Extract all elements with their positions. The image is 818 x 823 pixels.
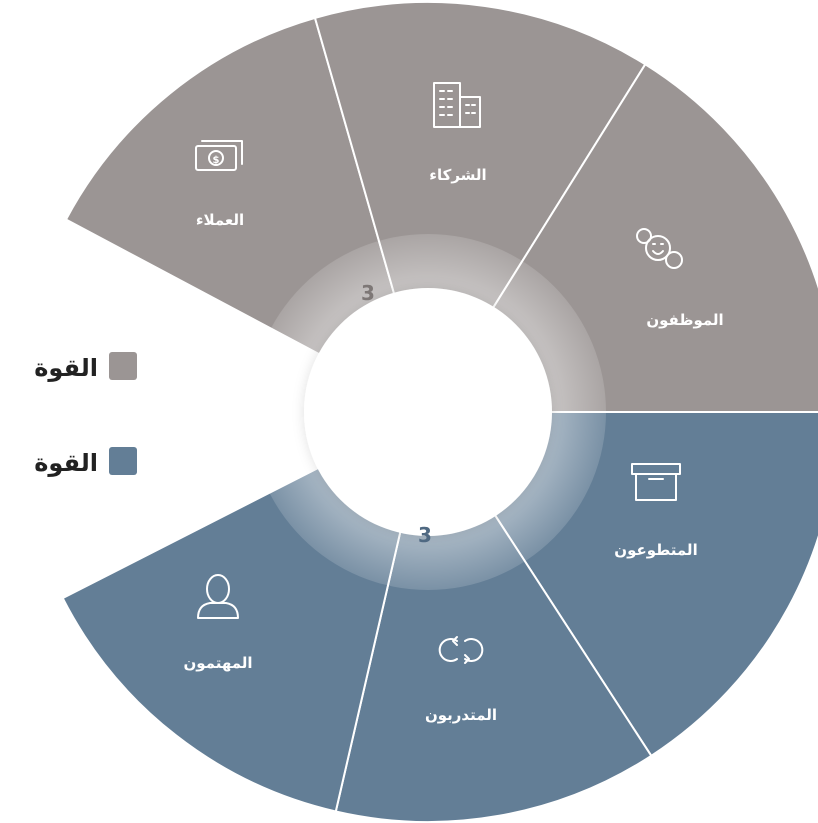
segment-volunteers[interactable]: المتطوعون (614, 463, 698, 559)
person-icon (197, 574, 239, 619)
segment-customers[interactable]: $ العملاء (195, 140, 244, 229)
legend-gray: القوة (34, 352, 137, 382)
segment-label-interested: المهتمون (183, 654, 252, 672)
happy-faces-icon (636, 228, 683, 269)
segment-label-employees: الموظفون (646, 311, 723, 329)
legend-swatch-gray (109, 352, 137, 380)
segment-label-partners: الشركاء (429, 166, 486, 184)
legend-blue: القوة (34, 447, 137, 477)
svg-text:$: $ (213, 155, 220, 166)
segment-partners[interactable]: الشركاء (429, 82, 487, 184)
refresh-cycle-icon (438, 636, 484, 664)
money-icon: $ (195, 140, 243, 171)
segment-employees[interactable]: الموظفون (636, 228, 724, 329)
archive-box-icon (631, 463, 681, 501)
segment-label-volunteers: المتطوعون (614, 541, 697, 559)
legend-swatch-blue (109, 447, 137, 475)
segment-trainees[interactable]: المتدربون (425, 636, 497, 724)
center-disc (304, 288, 552, 536)
gray-group-count: 3 (361, 281, 375, 305)
segment-label-customers: العملاء (196, 211, 244, 229)
building-icon (433, 82, 481, 128)
legend-label-gray: القوة (34, 354, 98, 382)
segment-interested[interactable]: المهتمون (183, 574, 253, 672)
legend-label-blue: القوة (34, 449, 98, 477)
blue-group-count: 3 (418, 523, 432, 547)
segment-label-trainees: المتدربون (425, 706, 497, 724)
